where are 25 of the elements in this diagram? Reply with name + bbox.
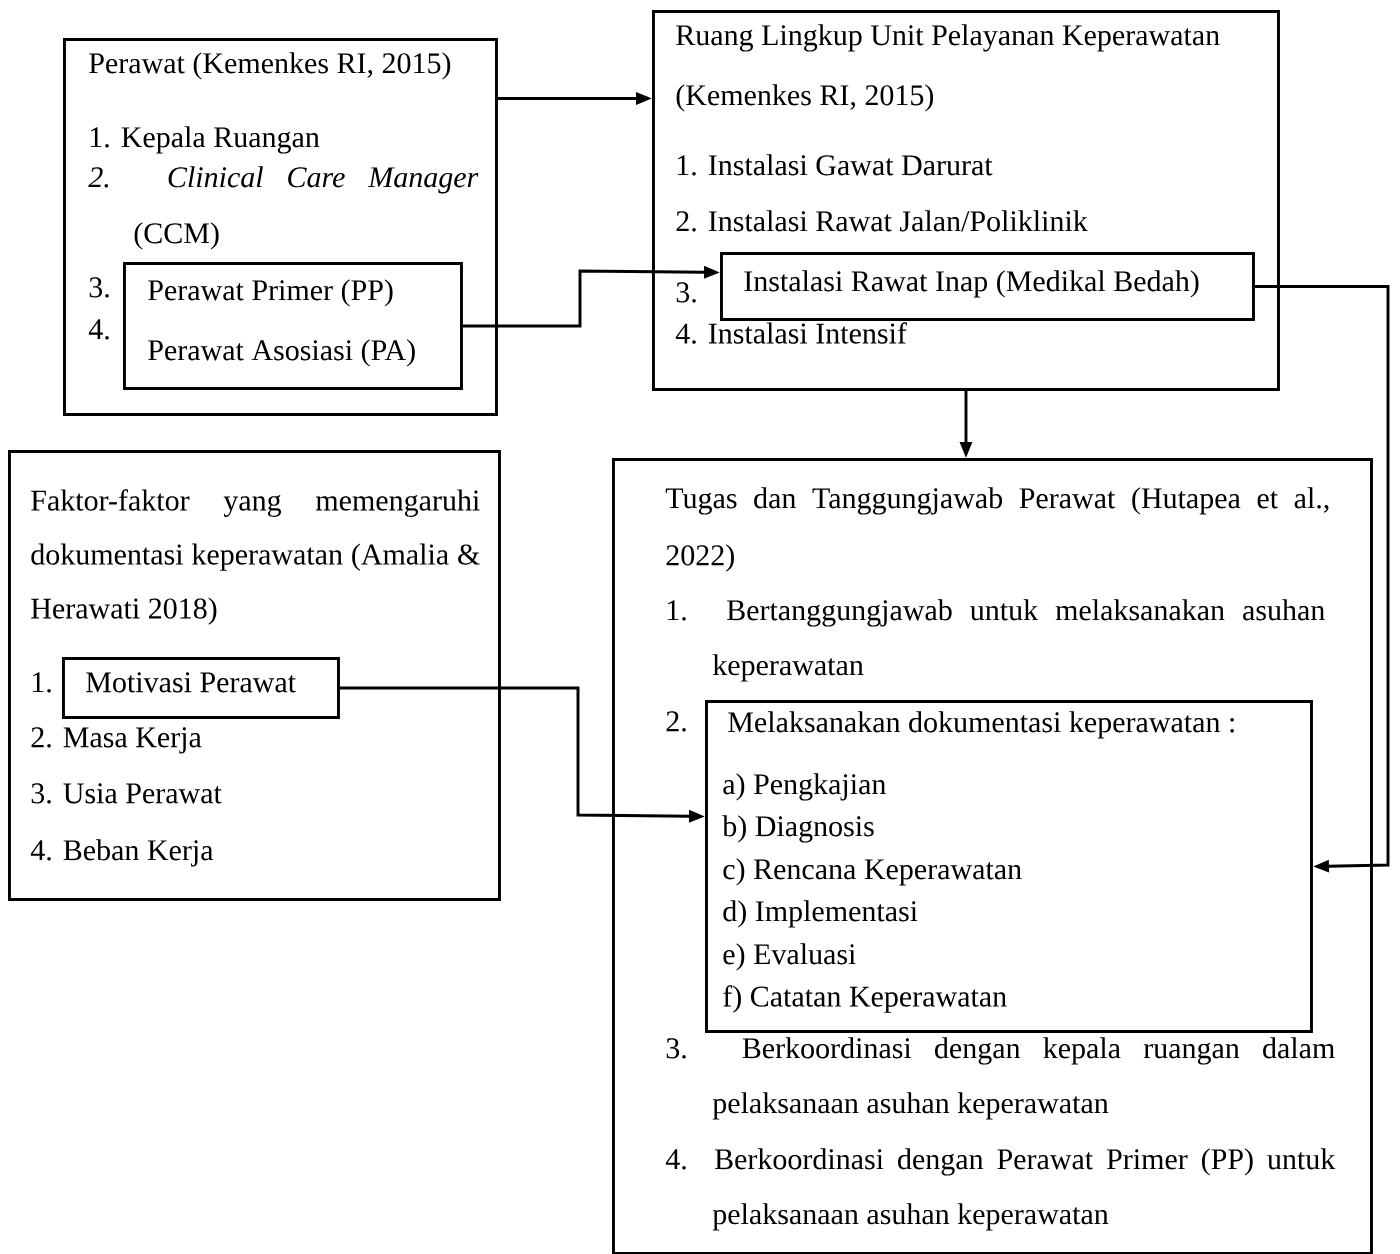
node-label: 4. Beban Kerja [30,839,214,867]
node-label: 1. Instalasi Gawat Darurat [677,154,993,176]
node-label: 1. [32,672,51,693]
node-label: 4. [88,319,109,340]
node-label: 1. Bertanggungjawab untuk melaksanakan asuhan keperawatan [667,599,1325,682]
node-label: Tugas dan Tanggungjawab Perawat (Hutapea et al., 2022) [665,487,1329,572]
node-label: Ruang Lingkup Unit Pelayanan Keperawatan (Kemenkes RI, 2015) [676,24,1220,112]
node-label: 4. Berkoordinasi dengan Perawat Primer (PP) untuk pelaksanaan asuhan keperawatan [665,1148,1336,1231]
node-label: 3. Berkoordinasi dengan kepala ruangan dalam pelaksanaan asuhan keperawatan [666,1037,1335,1120]
node-label: 3. Usia Perawat [31,783,222,804]
node-label: 1. Kepala Ruangan [90,126,320,154]
node-label: 2. Masa Kerja [31,727,202,754]
node-label: 2. [666,711,686,732]
node-label: Perawat (Kemenkes RI, 2015) [89,52,451,80]
inner-box: Motivasi Perawat [62,657,340,719]
arrow [1254,285,1390,873]
node-label: 2. Clinical Care Manager (CCM) [88,166,479,250]
inner-box: Melaksanakan dokumentasi keperawatan : a) Pengkajian b) Diagnosis c) Rencana Keperawatan d) Implementasi e) Evaluasi f) Catatan Keperawatan [705,700,1313,1033]
node-label: 3. [89,277,109,298]
inner-box: Perawat Primer (PP) Perawat Asosiasi (PA) [123,262,463,390]
node-label: 3. [676,282,696,303]
node-label: Faktor-faktor yang memengaruhi dokumentasi keperawatan (Amalia & Herawati 2018) [31,489,480,625]
inner-box: Instalasi Rawat Inap (Medikal Bedah) [720,252,1255,321]
node-label: 4. Instalasi Intensif [675,322,907,344]
node-label: 2. Instalasi Rawat Jalan/Poliklinik [676,210,1088,232]
